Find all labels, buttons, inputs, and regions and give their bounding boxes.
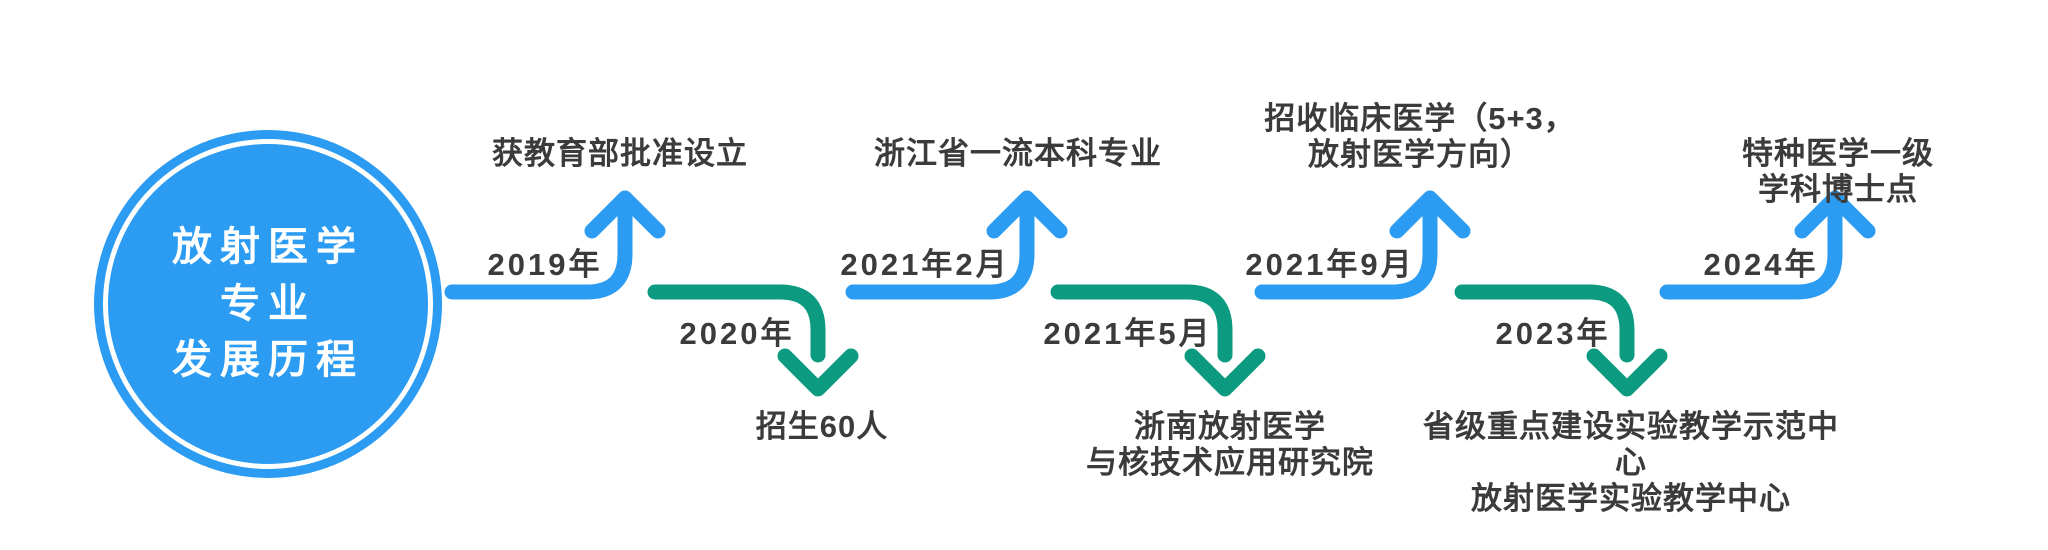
connector-2020: [647, 284, 859, 397]
circle-inner-ring: [103, 139, 433, 469]
timeline-line: [845, 208, 1035, 300]
arrow-up-icon: [1389, 190, 1471, 239]
arrow-up-icon: [1794, 190, 1876, 239]
milestone-year-2021-02: 2021年2月: [840, 247, 1010, 282]
arrow-down-icon: [1184, 348, 1266, 397]
timeline-line: [444, 208, 633, 300]
connector-2021-05: [1050, 284, 1266, 397]
milestone-year-2020: 2020年: [679, 316, 795, 351]
timeline-line: [1454, 284, 1635, 363]
connector-2021-02: [845, 190, 1068, 300]
timeline-title: 放射医学 专业 发展历程: [172, 224, 364, 383]
milestone-year-2019: 2019年: [487, 247, 603, 282]
arrow-down-icon: [777, 348, 859, 397]
timeline-line: [647, 284, 826, 363]
milestone-label-2021-05: 浙南放射医学 与核技术应用研究院: [1086, 409, 1374, 480]
milestone-label-2020: 招生60人: [755, 409, 889, 444]
milestone-label-2019: 获教育部批准设立: [492, 136, 748, 171]
connector-2024: [1659, 190, 1876, 300]
timeline-line: [1254, 208, 1438, 300]
timeline-title-circle: 放射医学 专业 发展历程: [94, 130, 442, 478]
timeline-line: [1050, 284, 1233, 363]
arrow-up-icon: [584, 190, 666, 239]
milestone-label-2023: 省级重点建设实验教学示范中心 放射医学实验教学中心: [1423, 409, 1839, 516]
milestone-year-2023: 2023年: [1495, 316, 1611, 351]
milestone-label-2021-02: 浙江省一流本科专业: [874, 136, 1162, 171]
milestone-year-2021-05: 2021年5月: [1043, 316, 1213, 351]
connector-2019: [444, 190, 666, 300]
arrow-up-icon: [986, 190, 1068, 239]
connector-2023: [1454, 284, 1668, 397]
milestone-year-2021-09: 2021年9月: [1245, 247, 1415, 282]
connector-2021-09: [1254, 190, 1471, 300]
milestone-year-2024: 2024年: [1703, 247, 1819, 282]
milestone-label-2021-09: 招收临床医学（5+3， 放射医学方向）: [1264, 101, 1576, 172]
arrow-down-icon: [1586, 348, 1668, 397]
timeline-line: [1659, 208, 1843, 300]
milestone-label-2024: 特种医学一级学科博士点: [1742, 136, 1934, 207]
